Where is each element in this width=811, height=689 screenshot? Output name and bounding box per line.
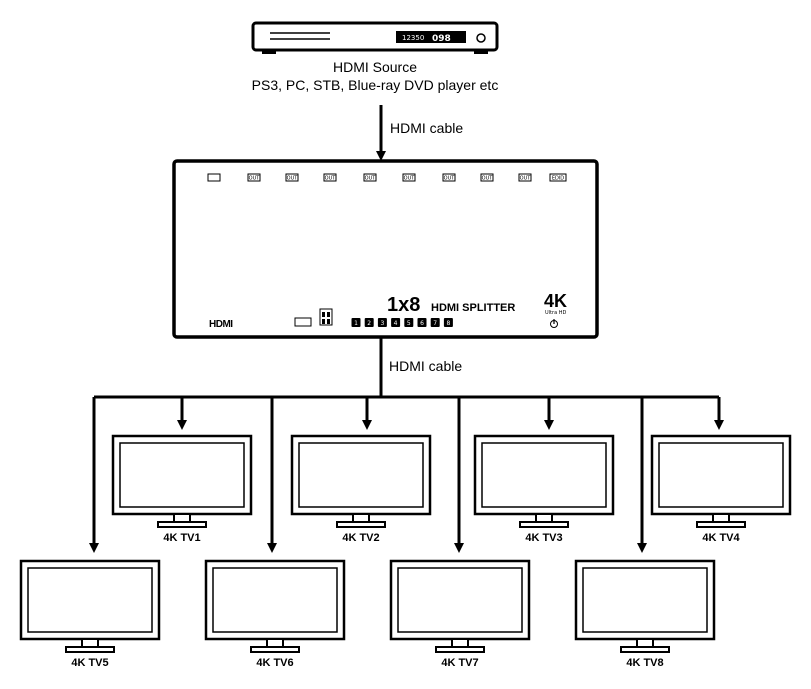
source-device: 12350 098 (251, 21, 499, 54)
tv-group: 4K TV1 4K TV2 4K TV3 4K TV4 4K TV5 4K TV6 4K T… (19, 434, 792, 669)
top-indicator-label: OUT (365, 176, 377, 182)
port-number: 7 (433, 320, 437, 327)
output-port-1: 1 (351, 318, 361, 327)
tv-label: 4K TV5 (71, 657, 108, 669)
4k-badge-sub: Ultra HD (545, 310, 566, 316)
output-port-row: 1 2 3 4 5 6 7 8 (351, 318, 453, 327)
output-port-7: 7 (430, 318, 440, 327)
tv-screen (298, 442, 424, 508)
bottom-cable-label: HDMI cable (389, 358, 462, 374)
top-indicator-3: OUT (285, 173, 299, 182)
top-indicator-label: OUT (444, 176, 456, 182)
top-indicator-label: OUT (249, 176, 261, 182)
top-indicator-10: EDID (549, 173, 567, 182)
tv-label: 4K TV6 (256, 657, 293, 669)
tv-label: 4K TV3 (525, 532, 562, 544)
output-port-3: 3 (377, 318, 387, 327)
source-subtitle: PS3, PC, STB, Blue-ray DVD player etc (252, 77, 499, 93)
top-cable-label: HDMI cable (390, 120, 463, 136)
tv-stand (696, 521, 746, 528)
tv-3: 4K TV3 (473, 434, 615, 544)
source-display-value: 098 (432, 34, 451, 44)
top-indicator-8: OUT (480, 173, 494, 182)
output-port-6: 6 (417, 318, 427, 327)
output-port-4: 4 (391, 318, 401, 327)
model-text: HDMI SPLITTER (431, 302, 515, 314)
tv-screen (481, 442, 607, 508)
tv-screen (397, 567, 523, 633)
output-drops (89, 397, 724, 553)
top-indicator-label: OUT (520, 176, 532, 182)
tv-stand (435, 646, 485, 653)
tv-label: 4K TV7 (441, 657, 478, 669)
model-main: 1x8 (387, 294, 420, 316)
top-indicator-label: OUT (482, 176, 494, 182)
tv-stand (250, 646, 300, 653)
port-number: 6 (420, 320, 424, 327)
top-indicator-5: OUT (363, 173, 377, 182)
tv-screen (212, 567, 338, 633)
hdmi-logo: HDMI (209, 319, 233, 330)
power-icon (550, 319, 558, 328)
top-indicator-7: OUT (442, 173, 456, 182)
top-indicator-label: EDID (552, 176, 564, 182)
tv-7: 4K TV7 (389, 559, 531, 669)
tv-stand (157, 521, 207, 528)
tv-6: 4K TV6 (204, 559, 346, 669)
port-number: 1 (354, 320, 358, 327)
tv-1: 4K TV1 (111, 434, 253, 544)
source-display-counter: 12350 (402, 34, 424, 42)
port-number: 8 (446, 320, 450, 327)
tv-label: 4K TV4 (702, 532, 740, 544)
tv-stand (65, 646, 115, 653)
tv-screen (582, 567, 708, 633)
tv-stand (336, 521, 386, 528)
top-indicator-label: OUT (325, 176, 337, 182)
source-display (396, 31, 466, 43)
top-indicator-row: OUT OUT OUT OUT OUT OUT OUT OUT EDID (207, 173, 567, 182)
tv-screen (658, 442, 784, 508)
tv-stand (519, 521, 569, 528)
output-port-8: 8 (443, 318, 453, 327)
tv-label: 4K TV8 (626, 657, 663, 669)
port-number: 2 (367, 320, 371, 327)
power-port-icon (294, 317, 312, 327)
top-indicator-1 (207, 173, 221, 182)
port-number: 3 (380, 320, 384, 327)
port-number: 4 (394, 320, 398, 327)
tv-8: 4K TV8 (574, 559, 716, 669)
tv-screen (119, 442, 245, 508)
tv-2: 4K TV2 (290, 434, 432, 544)
top-indicator-4: OUT (323, 173, 337, 182)
splitter-device: OUT OUT OUT OUT OUT OUT OUT OUT EDID HDMI 1 2 3 4 5 6… (172, 159, 599, 339)
top-indicator-label: OUT (404, 176, 416, 182)
tv-4: 4K TV4 (650, 434, 792, 544)
output-port-2: 2 (364, 318, 374, 327)
tv-screen (27, 567, 153, 633)
source-title: HDMI Source (333, 59, 417, 75)
top-indicator-2: OUT (247, 173, 261, 182)
dip-switch-icon (319, 308, 333, 326)
power-knob-icon (476, 33, 486, 43)
top-indicator-6: OUT (402, 173, 416, 182)
top-indicator-label: OUT (287, 176, 299, 182)
tv-label: 4K TV1 (163, 532, 200, 544)
4k-badge: 4K (544, 291, 567, 311)
output-port-5: 5 (404, 318, 414, 327)
tv-5: 4K TV5 (19, 559, 161, 669)
tv-label: 4K TV2 (342, 532, 379, 544)
top-indicator-9: OUT (518, 173, 532, 182)
port-number: 5 (407, 320, 411, 327)
tv-stand (620, 646, 670, 653)
